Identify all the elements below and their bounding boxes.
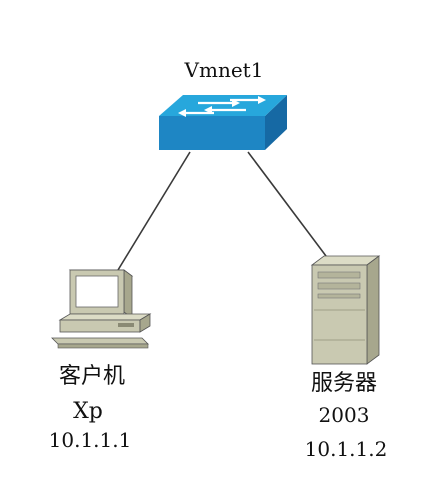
switch-label: Vmnet1 [184,58,264,82]
network-switch-icon [159,95,287,150]
server-ip-label: 10.1.1.2 [304,437,388,461]
tower-server-icon [310,255,381,365]
link-switch-server [247,151,327,257]
workstation-computer-icon [51,269,152,349]
server-os-label: 2003 [318,403,370,427]
client-name-label: 客户机 [58,364,126,389]
client-os-label: Xp [73,399,103,424]
client-ip-label: 10.1.1.1 [48,428,132,452]
server-name-label: 服务器 [310,371,378,396]
link-switch-client [117,151,191,271]
